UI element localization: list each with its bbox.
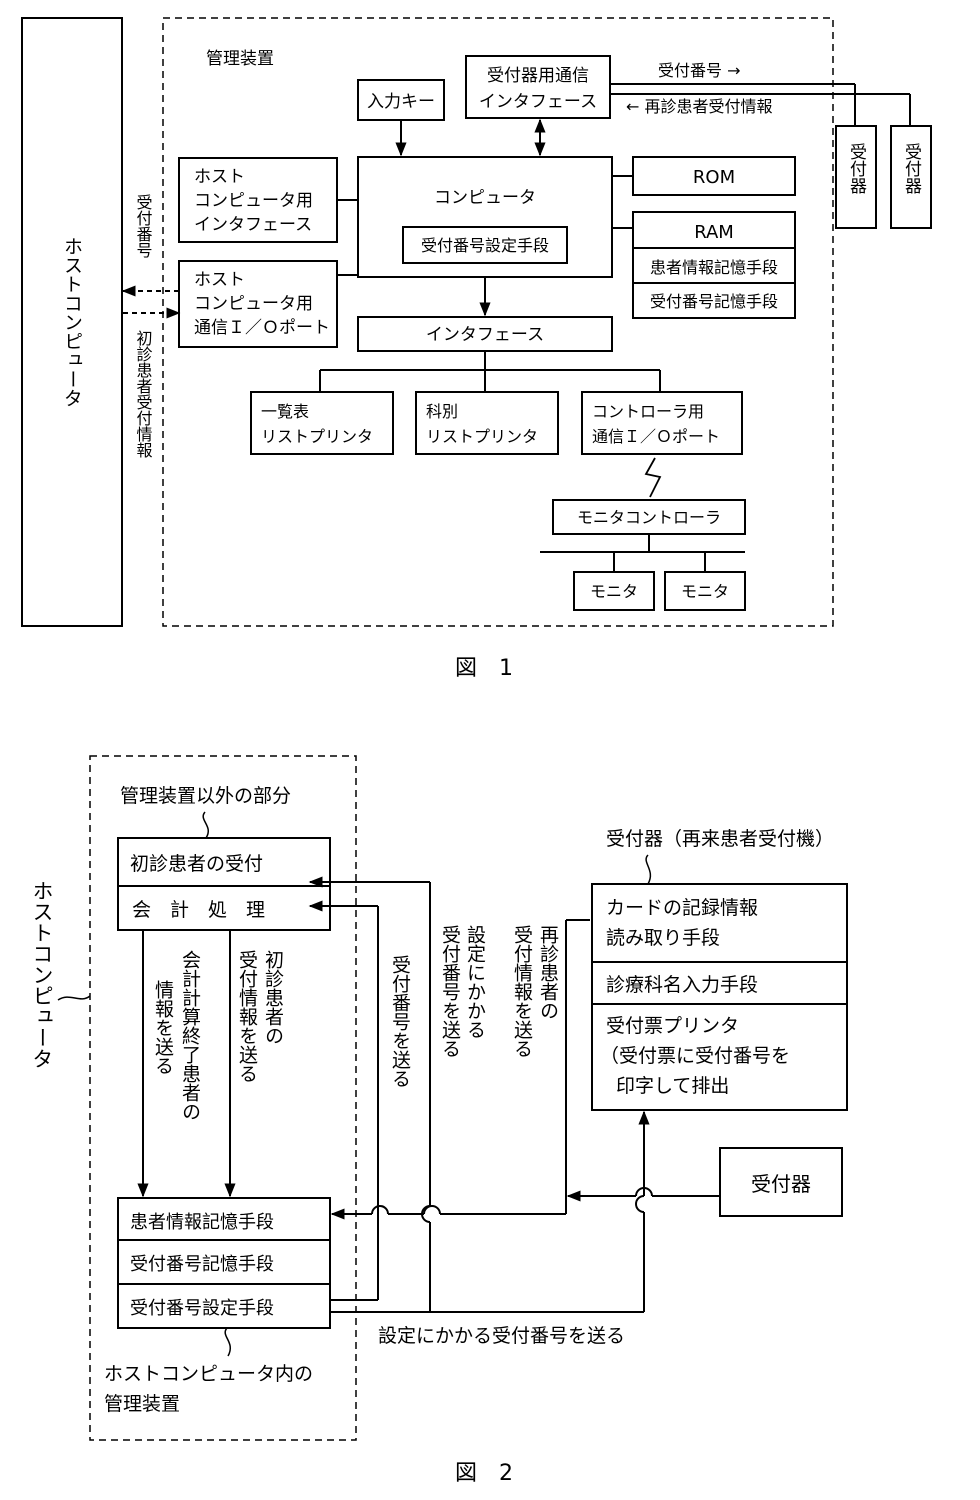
f1-computer-label: コンピュータ: [434, 188, 536, 208]
f1-reception-comm-if-line1: 受付器用通信: [487, 66, 589, 86]
f1-monitor-1-box: [573, 571, 655, 611]
f2-caption: 図 2: [455, 1461, 513, 1486]
f2-inner-management-line2: 管理装置: [104, 1393, 180, 1415]
f2-send-first-visit-col2: 受付情報を送る: [236, 950, 258, 1083]
f1-summary-printer-line2: リストプリンタ: [261, 427, 373, 446]
figure-2: ホストコンピュータ 管理装置以外の部分 初診患者の受付 会 計 処 理 会計計算…: [30, 755, 848, 1486]
f1-host-if-line2: コンピュータ用: [194, 191, 313, 211]
f1-host-io-port-line2: コンピュータ用: [194, 294, 313, 314]
f1-monitor-2-box: [664, 571, 746, 611]
f1-rom-label: ROM: [693, 167, 735, 188]
f2-send-number: 受付番号を送る: [389, 955, 411, 1088]
f1-ram-label: RAM: [694, 222, 734, 243]
f1-interface-label: インタフェース: [426, 325, 544, 345]
f1-side-first-visit-info: 初診患者受付情報: [134, 330, 153, 458]
f1-host-computer-box: [21, 17, 123, 627]
f1-controller-port-line2: 通信Ｉ／Ｏポート: [592, 427, 720, 446]
f1-management-device-label: 管理装置: [206, 49, 274, 69]
f2-card-reader-line1: カードの記録情報: [606, 897, 758, 919]
f2-card-reader-line2: 読み取り手段: [606, 927, 720, 949]
f2-host-computer-label: ホストコンピュータ: [30, 880, 54, 1069]
f2-send-accounting-col2: 情報を送る: [152, 980, 174, 1075]
f1-number-setting-label: 受付番号設定手段: [421, 236, 549, 255]
f2-outside-part-label: 管理装置以外の部分: [120, 785, 291, 807]
f1-computer-box: [357, 156, 613, 278]
f2-send-revisit-col1: 再診患者の: [537, 925, 559, 1020]
f2-first-visit-reception-label: 初診患者の受付: [130, 853, 263, 875]
f1-dept-printer-line2: リストプリンタ: [426, 427, 538, 446]
f1-number-storage-label: 受付番号記憶手段: [650, 292, 778, 311]
f1-host-if-line3: インタフェース: [194, 215, 312, 235]
f2-receptor-small-label: 受付器: [751, 1172, 811, 1196]
f1-receptor-1-label: 受付器: [846, 143, 867, 194]
f1-receptor-2-label: 受付器: [901, 143, 922, 194]
f1-management-device-boundary: [162, 17, 834, 627]
f1-patient-info-storage-label: 患者情報記憶手段: [650, 258, 778, 277]
f1-input-key-label: 入力キー: [367, 92, 435, 112]
f1-controller-port-line1: コントローラ用: [592, 402, 704, 421]
f1-monitor-controller-label: モニタコントローラ: [577, 508, 721, 527]
f2-ticket-printer-line2: （受付票に受付番号を: [600, 1045, 790, 1067]
f2-accounting-label: 会 計 処 理: [132, 899, 265, 921]
f2-ticket-printer-line3: 印字して排出: [616, 1075, 729, 1097]
f2-patient-info-storage-label: 患者情報記憶手段: [130, 1212, 274, 1233]
f1-host-io-port-line3: 通信Ｉ／Ｏポート: [194, 318, 330, 338]
f1-host-if-line1: ホスト: [194, 167, 245, 187]
f1-arrow-reception-number: 受付番号 →: [658, 61, 741, 80]
f1-ram-stack: [632, 211, 796, 319]
f1-summary-printer-box: [250, 391, 394, 455]
f1-monitor-1-label: モニタ: [590, 582, 638, 601]
f1-monitor-2-label: モニタ: [681, 582, 729, 601]
f2-send-set-number-col1: 設定にかかる: [464, 925, 486, 1039]
f1-receptor-1-box: [835, 125, 877, 229]
f2-receptor-block: [591, 883, 848, 1111]
f2-receptor-small-box: [719, 1147, 843, 1217]
f2-dept-input-label: 診療科名入力手段: [606, 974, 758, 996]
f2-bottom-block: [117, 1197, 331, 1329]
f1-receptor-2-box: [890, 125, 932, 229]
f1-reception-comm-if-box: [465, 55, 611, 119]
f1-host-computer-label: ホストコンピュータ: [61, 237, 83, 408]
f1-side-reception-number: 受付番号: [134, 194, 153, 259]
f2-send-first-visit-col1: 初診患者の: [262, 950, 284, 1045]
f1-wireless-link-icon: [644, 457, 662, 498]
f2-ticket-printer-line1: 受付票プリンタ: [606, 1015, 739, 1037]
f2-host-boundary: [89, 755, 357, 1441]
f1-caption: 図 1: [455, 656, 513, 681]
f2-send-revisit-col2: 受付情報を送る: [511, 925, 533, 1058]
f2-inner-management-line1: ホストコンピュータ内の: [104, 1363, 313, 1385]
f1-dept-printer-box: [415, 391, 559, 455]
f2-receptor-title: 受付器（再来患者受付機）: [606, 828, 834, 850]
f1-host-io-port-box: [178, 260, 338, 348]
f2-top-block: [117, 837, 331, 931]
figure-1: ホストコンピュータ 管理装置 入力キー 受付器用通信 インタフェース 受付番号 …: [21, 17, 932, 681]
f1-reception-comm-if-line2: インタフェース: [479, 92, 597, 112]
f2-send-set-number-col2: 受付番号を送る: [439, 925, 461, 1058]
f2-number-storage-label: 受付番号記憶手段: [130, 1254, 274, 1275]
f1-rom-box: [632, 156, 796, 196]
f1-arrow-revisit-info: ← 再診患者受付情報: [626, 97, 773, 116]
f1-dept-printer-line1: 科別: [426, 402, 458, 421]
f1-summary-printer-line1: 一覧表: [261, 402, 309, 421]
f2-number-setting-label: 受付番号設定手段: [130, 1298, 274, 1319]
f1-number-setting-box: [402, 226, 568, 264]
f1-host-io-port-line1: ホスト: [194, 270, 245, 290]
f1-controller-port-box: [581, 391, 743, 455]
f2-bottom-send-set-number: 設定にかかる受付番号を送る: [378, 1325, 625, 1347]
f2-send-accounting-col1: 会計計算終了患者の: [179, 950, 201, 1121]
